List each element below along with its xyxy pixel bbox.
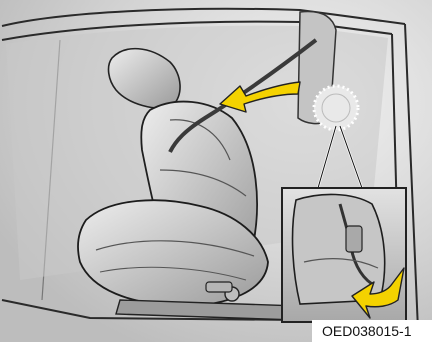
figure-code-label: OED038015-1 bbox=[312, 320, 432, 342]
anchor-highlight-circle bbox=[314, 86, 358, 130]
